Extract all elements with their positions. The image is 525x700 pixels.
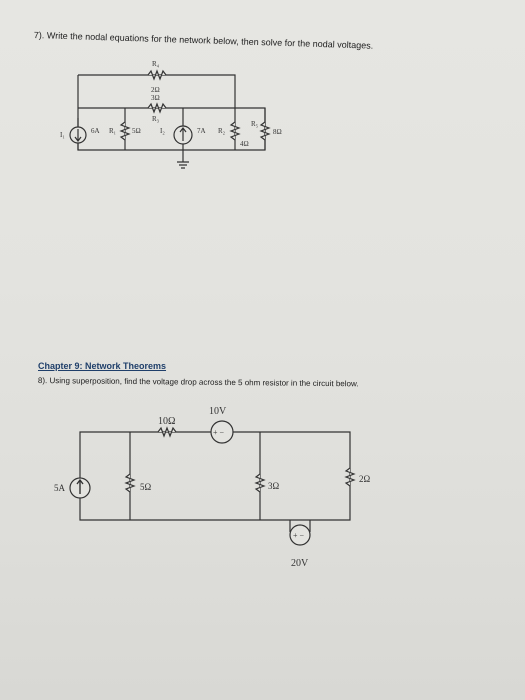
label-5a: 5A (54, 483, 66, 493)
label-3-ohm: 3Ω (268, 481, 280, 491)
label-20v: 20V (291, 558, 309, 569)
label-r1-value: 5Ω (132, 127, 141, 135)
label-10v: 10V (209, 406, 227, 417)
arrow-up-icon (179, 127, 187, 141)
label-i1: I₁ (60, 131, 65, 139)
label-5-ohm: 5Ω (140, 482, 152, 492)
resistor-10-ohm (157, 426, 177, 438)
arrow-up-icon (76, 478, 84, 494)
resistor-r4 (147, 69, 167, 81)
voltage-source-10v (210, 420, 234, 444)
chapter-9-heading: Chapter 9: Network Theorems (38, 361, 167, 371)
label-r2: R₂ (218, 127, 226, 135)
voltage-source-20v (289, 524, 311, 546)
label-r3-value: 3Ω (151, 94, 160, 102)
ground-icon (177, 161, 189, 169)
label-r1: R₁ (109, 127, 116, 135)
plus-minus-icon: + − (293, 531, 305, 540)
label-i2-value: 7A (197, 127, 206, 135)
label-10-ohm: 10Ω (158, 416, 175, 427)
resistor-3-ohm (254, 473, 266, 493)
plus-minus-icon: + − (213, 428, 225, 437)
label-r2-value: 4Ω (240, 140, 249, 148)
label-i1-value: 6A (91, 127, 100, 135)
resistor-r1 (119, 121, 131, 141)
resistor-r2 (229, 121, 241, 141)
resistor-r3 (147, 102, 167, 114)
label-i2: I₂ (160, 127, 165, 135)
label-r5: R₅ (251, 120, 259, 128)
resistor-2-ohm (344, 467, 356, 487)
label-r5-value: 8Ω (273, 128, 282, 136)
resistor-r5 (259, 121, 271, 141)
arrow-down-icon (74, 129, 82, 142)
label-2-ohm: 2Ω (359, 474, 371, 484)
label-r4: R₄ (152, 60, 160, 68)
resistor-5-ohm (124, 473, 136, 493)
label-r3: R₃ (152, 115, 160, 123)
label-r4-value: 2Ω (151, 86, 160, 94)
